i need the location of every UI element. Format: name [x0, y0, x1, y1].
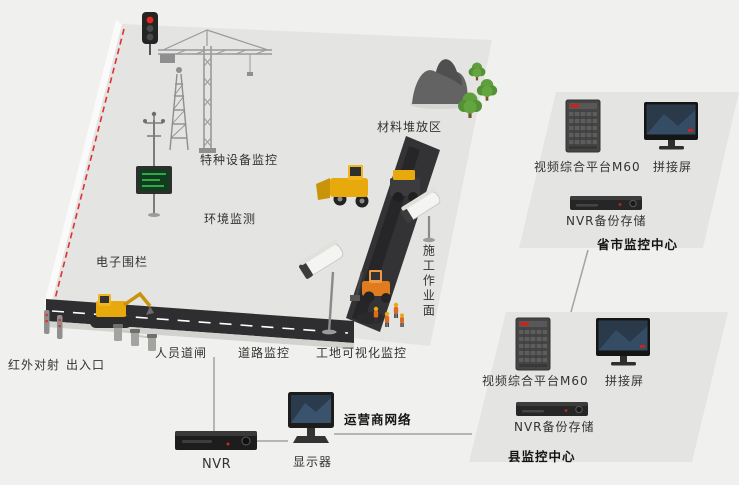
electronic-fence-line [53, 28, 125, 304]
label-personnel-gate: 人员道闸 [155, 346, 208, 360]
county-backup-nvr-icon [515, 401, 589, 417]
label-provincial-backup: NVR备份存储 [566, 214, 647, 228]
nvr-device-icon [175, 431, 257, 450]
site-camera-icon [397, 186, 444, 243]
display-monitor-icon [288, 392, 334, 443]
label-county-title: 县监控中心 [508, 449, 576, 464]
forklift-icon [350, 270, 391, 303]
label-carrier-network: 运营商网络 [344, 412, 412, 427]
traffic-light-icon [142, 12, 158, 55]
tower-crane-icon [158, 29, 272, 153]
personnel-gate-icon [113, 324, 157, 351]
provincial-server-icon [565, 99, 601, 153]
label-county-platform: 视频综合平台M60 [482, 374, 589, 388]
label-site-visual: 工地可视化监控 [316, 346, 408, 360]
paver-icon [390, 170, 420, 202]
label-road-monitoring: 道路监控 [238, 346, 291, 360]
label-provincial-platform: 视频综合平台M60 [534, 160, 641, 174]
road-camera-icon [296, 238, 348, 335]
label-infrared: 红外对射 [8, 358, 61, 372]
label-nvr: NVR [202, 457, 232, 472]
environment-station-icon [136, 111, 172, 217]
excavator-icon [90, 291, 154, 328]
label-electronic-fence: 电子围栏 [96, 255, 149, 269]
label-provincial-title: 省市监控中心 [597, 237, 679, 252]
connection-lines [213, 249, 589, 442]
label-provincial-screen: 拼接屏 [653, 160, 693, 174]
wheel-loader-icon [316, 165, 369, 208]
county-server-icon [515, 317, 551, 371]
label-material-area: 材料堆放区 [377, 120, 443, 134]
provincial-backup-nvr-icon [569, 195, 643, 211]
label-environment: 环境监测 [204, 212, 257, 226]
gravel-pile-icon [410, 59, 470, 109]
label-special-equipment: 特种设备监控 [200, 153, 279, 167]
hoist-tower-icon [169, 67, 189, 151]
label-county-backup: NVR备份存储 [514, 420, 595, 434]
label-display: 显示器 [293, 455, 333, 469]
label-work-surface: 施工作业面 [421, 244, 436, 319]
label-entrance: 出入口 [66, 358, 106, 372]
label-county-screen: 拼接屏 [605, 374, 645, 388]
infrared-post-icon [44, 310, 63, 339]
